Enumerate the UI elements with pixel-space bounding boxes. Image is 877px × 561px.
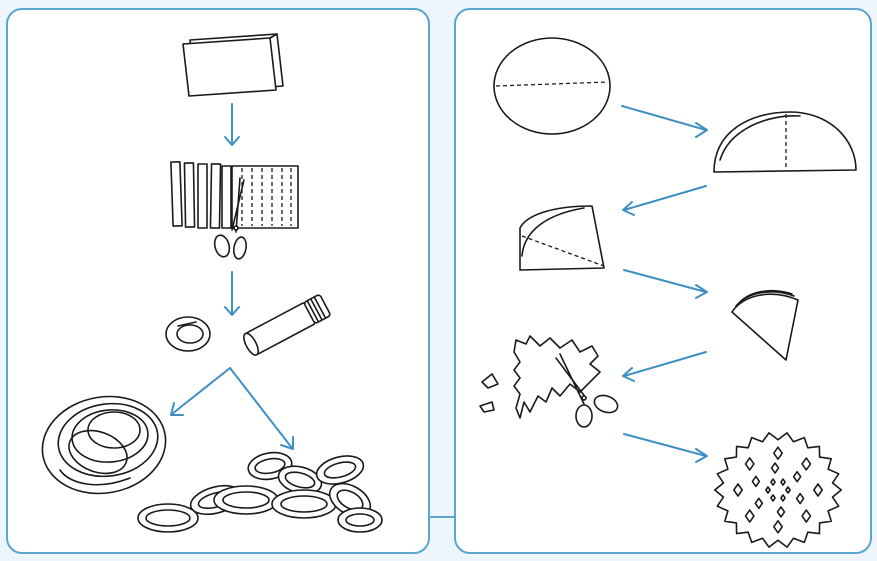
snowflake-hole [772,519,784,534]
paper-ring-icon [165,316,211,352]
cut-snowflake-icon [513,335,601,419]
arrow-right-2 [623,269,708,299]
paper-chain-icon [137,451,383,533]
cut-strips-icon [170,161,299,229]
snowflake-hole [801,457,812,471]
snowflake-hole [776,506,786,518]
quarter-circle-icon [519,205,605,271]
scissors-icon-2 [555,353,619,428]
paper-spiral-icon [41,395,167,495]
snowflake-hole [785,486,791,494]
snowflake-hole [751,475,761,488]
scissors-icon [213,177,248,260]
paper-snowflake-icon [713,432,843,548]
snowflake-hole [754,497,764,510]
snowflake-hole [770,462,780,474]
snowflake-hole [812,483,824,497]
snowflake-hole [795,492,805,505]
half-circle-icon [713,111,857,173]
paper-circle-icon [493,37,611,135]
snowflake-hole [744,509,755,523]
snowflake-hole [792,470,802,483]
glue-stick-icon [243,294,331,356]
snowflake-hole [780,478,786,486]
snowflake-hole [732,483,744,497]
snowflake-hole [744,457,755,471]
paper-scraps-icon [479,373,499,413]
arrow-left-2 [622,351,707,382]
snowflake-hole [772,446,784,461]
arrow-down-2 [224,271,240,316]
arrow-left-1 [622,185,707,216]
arrow-right-1 [621,105,708,138]
panel-connector-line [430,516,454,518]
snowflake-hole [765,486,771,494]
folded-paper-icon [182,33,284,97]
snowflake-hole [780,494,786,502]
snowflake-hole [770,478,776,486]
folded-cone-icon [731,289,799,361]
arrow-down-1 [224,103,240,146]
snowflake-hole [770,494,776,502]
arrow-split [170,367,294,450]
snowflake-hole [801,509,812,523]
arrow-right-3 [623,433,708,463]
